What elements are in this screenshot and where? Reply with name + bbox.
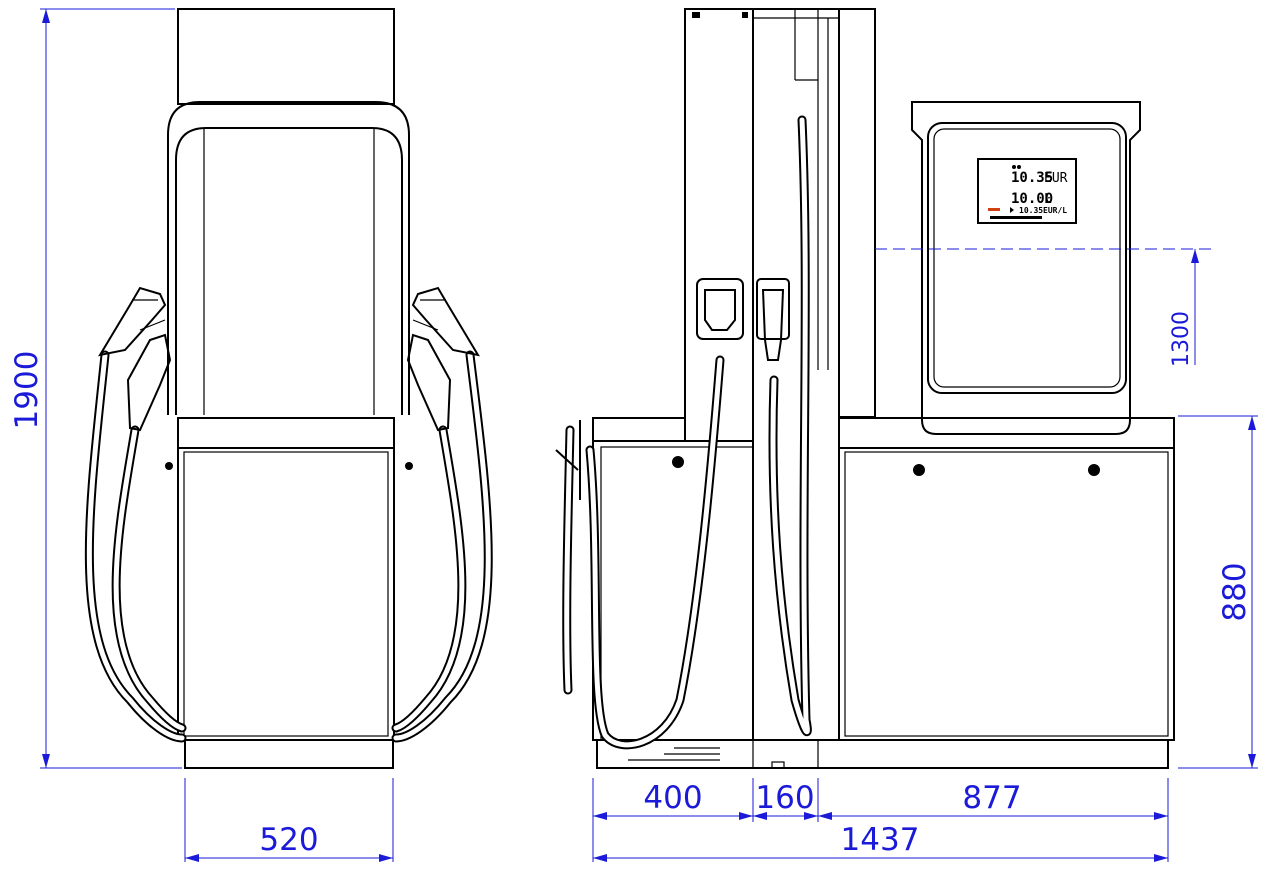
lcd-volume-unit: L: [1044, 192, 1052, 207]
dim-seg-right: 877: [962, 780, 1021, 816]
dim-display-height: 1300: [1169, 311, 1194, 367]
front-dimensions: [40, 8, 394, 862]
dim-seg-left: 400: [643, 780, 702, 816]
lcd-price-value: 10.35: [1019, 206, 1043, 215]
front-view: [84, 8, 493, 769]
side-base: [555, 115, 1175, 769]
side-view: [684, 8, 1141, 741]
dim-length-total: 1437: [841, 822, 920, 858]
lcd-indicator-icon: [988, 208, 1000, 211]
dim-base-height: 880: [1217, 562, 1253, 621]
lcd-volume-value: 10.00: [1011, 191, 1053, 207]
lcd-price-unit: EUR/L: [1043, 206, 1067, 215]
dim-height-total: 1900: [9, 351, 45, 430]
dim-width-front: 520: [259, 822, 318, 858]
lcd-amount-unit: EUR: [1044, 171, 1068, 186]
lcd-amount-value: 10.35: [1011, 170, 1053, 186]
side-dimensions: [592, 248, 1258, 862]
dim-seg-mid: 160: [755, 780, 814, 816]
